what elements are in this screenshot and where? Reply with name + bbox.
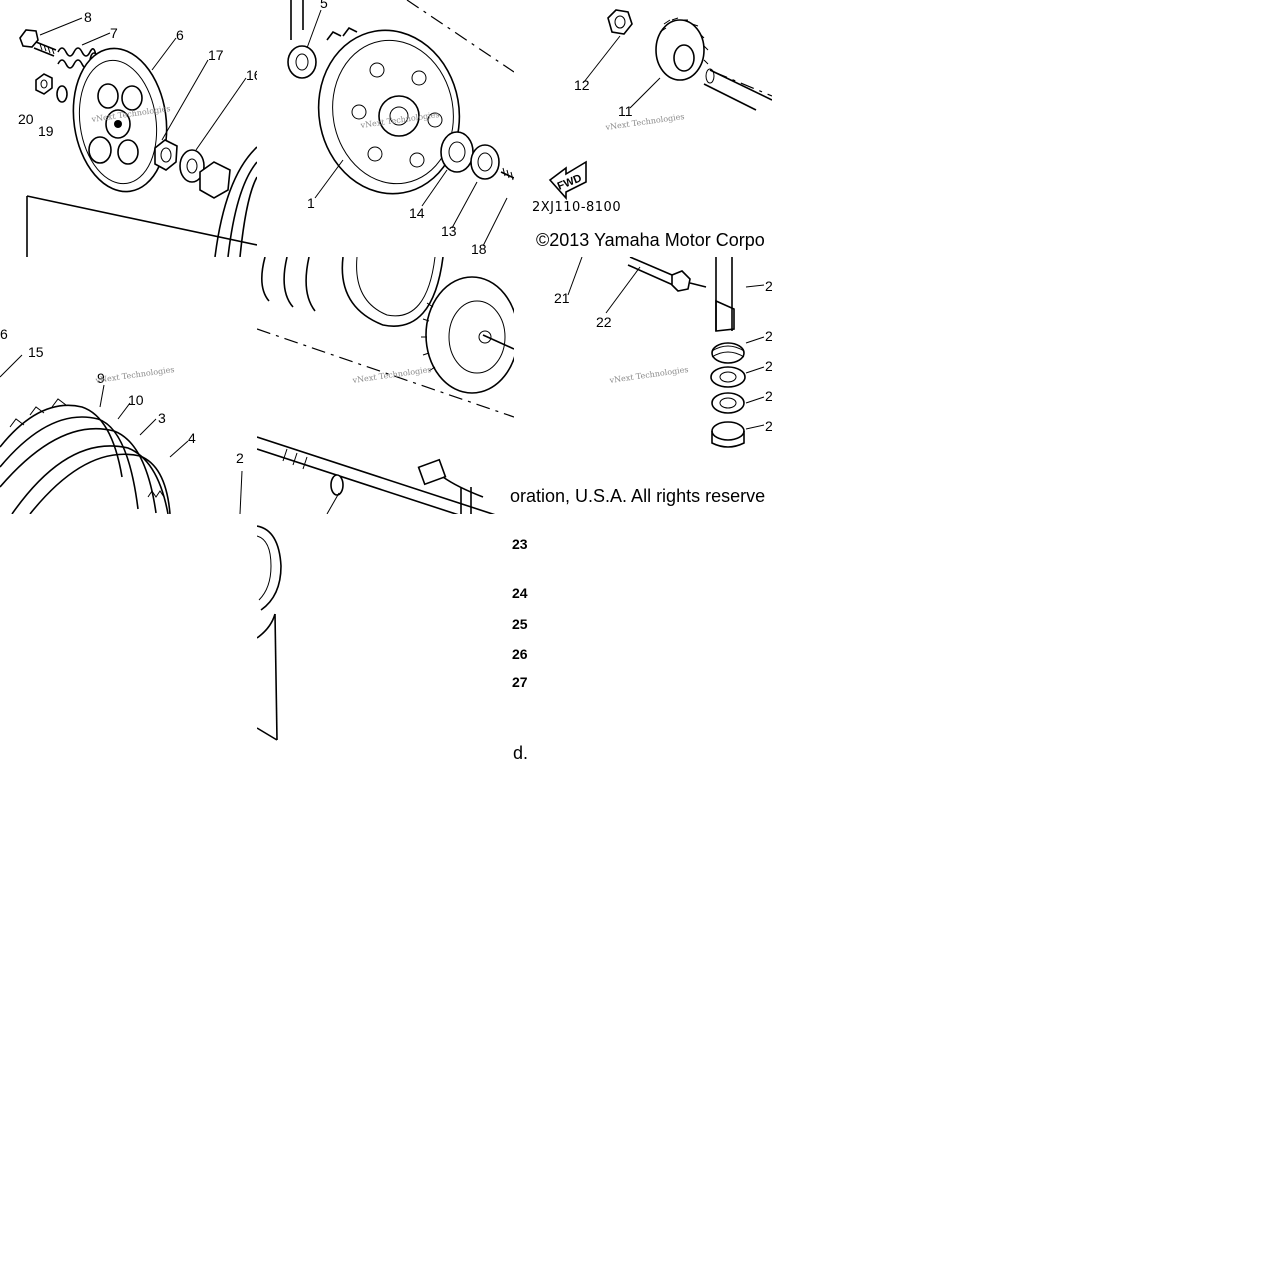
tile-pressure-plate: 8 7 6 17 16 20 19 vNext Technologies	[0, 0, 257, 257]
clutch-housing-drawing: 5 1 14 13 18 vNext Technologies	[287, 0, 514, 257]
watermark-text: vNext Technologies	[351, 365, 432, 385]
shift-lever	[417, 458, 484, 514]
callout-2c: 2	[765, 358, 772, 374]
callout-11: 11	[618, 103, 633, 119]
callout-12: 12	[574, 77, 590, 93]
callout-2: 2	[236, 450, 244, 466]
callout-2e: 2	[765, 418, 772, 434]
callout-10: 10	[128, 392, 144, 408]
tile-clutch-boss: vNext Technologies	[257, 257, 514, 514]
callout-8: 8	[84, 9, 92, 25]
callout-21: 21	[554, 290, 570, 306]
fragment-drawing	[257, 525, 282, 741]
tile-primary-gear: FWD 12 11 vNext Technologies 2XJ110-8100…	[514, 0, 772, 257]
watermark-text: vNext Technologies	[94, 365, 175, 385]
plate-bosses	[88, 83, 143, 165]
copyright-line-3: d.	[513, 743, 529, 763]
copyright-line-1: ©2013 Yamaha Motor Corpo	[536, 230, 765, 250]
side-label-26: 26	[512, 646, 528, 662]
plate-stack	[0, 398, 171, 514]
fwd-arrow-icon: FWD	[548, 160, 587, 201]
tile-friction-plates: 6 15 9 10 3 4 2 vNext Technologies	[0, 257, 257, 514]
callout-17: 17	[208, 47, 224, 63]
watermark-text: vNext Technologies	[604, 112, 685, 132]
kick-shaft-drawing: 21 22 2 2 2 2 2 vNext Technologies	[554, 257, 772, 448]
side-label-27: 27	[512, 674, 528, 690]
callout-2a: 2	[765, 278, 772, 294]
callout-16: 16	[246, 67, 257, 83]
callout-6b: 6	[0, 326, 8, 342]
callout-6: 6	[176, 27, 184, 43]
callout-19: 19	[38, 123, 54, 139]
friction-plates-drawing: 6 15 9 10 3 4 2 vNext Technologies	[0, 326, 244, 514]
callout-2b: 2	[765, 328, 772, 344]
callout-3: 3	[158, 410, 166, 426]
tile-clutch-housing: 5 1 14 13 18 vNext Technologies	[257, 0, 514, 257]
clutch-boss-drawing: vNext Technologies	[257, 257, 514, 514]
kick-shaft	[710, 257, 746, 448]
callout-20: 20	[18, 111, 34, 127]
primary-gear-drawing: FWD 12 11 vNext Technologies	[548, 9, 772, 201]
side-label-23: 23	[512, 536, 528, 552]
side-label-24: 24	[512, 585, 528, 601]
callout-4: 4	[188, 430, 196, 446]
callout-18: 18	[471, 241, 487, 257]
callout-2d: 2	[765, 388, 772, 404]
watermark-text: vNext Technologies	[608, 365, 689, 385]
callout-5: 5	[320, 0, 328, 11]
copyright-line-2: oration, U.S.A. All rights reserve	[510, 486, 766, 506]
pressure-plate-drawing: 8 7 6 17 16 20 19 vNext Technologies	[18, 9, 257, 257]
callout-7: 7	[110, 25, 118, 41]
callout-15: 15	[28, 344, 44, 360]
callout-14: 14	[409, 205, 425, 221]
tile-kick-shaft: 21 22 2 2 2 2 2 vNext Technologies	[514, 257, 772, 514]
housing-holes	[351, 62, 443, 168]
bolt-shape	[19, 29, 57, 57]
helical-gear	[655, 17, 709, 81]
callout-22: 22	[596, 314, 612, 330]
callout-1: 1	[307, 195, 315, 211]
tile-fragment-bottom	[257, 514, 514, 744]
part-number: 2XJ110-8100	[532, 200, 622, 215]
side-label-25: 25	[512, 616, 528, 632]
callout-13: 13	[441, 223, 457, 239]
callout-9: 9	[97, 370, 105, 386]
